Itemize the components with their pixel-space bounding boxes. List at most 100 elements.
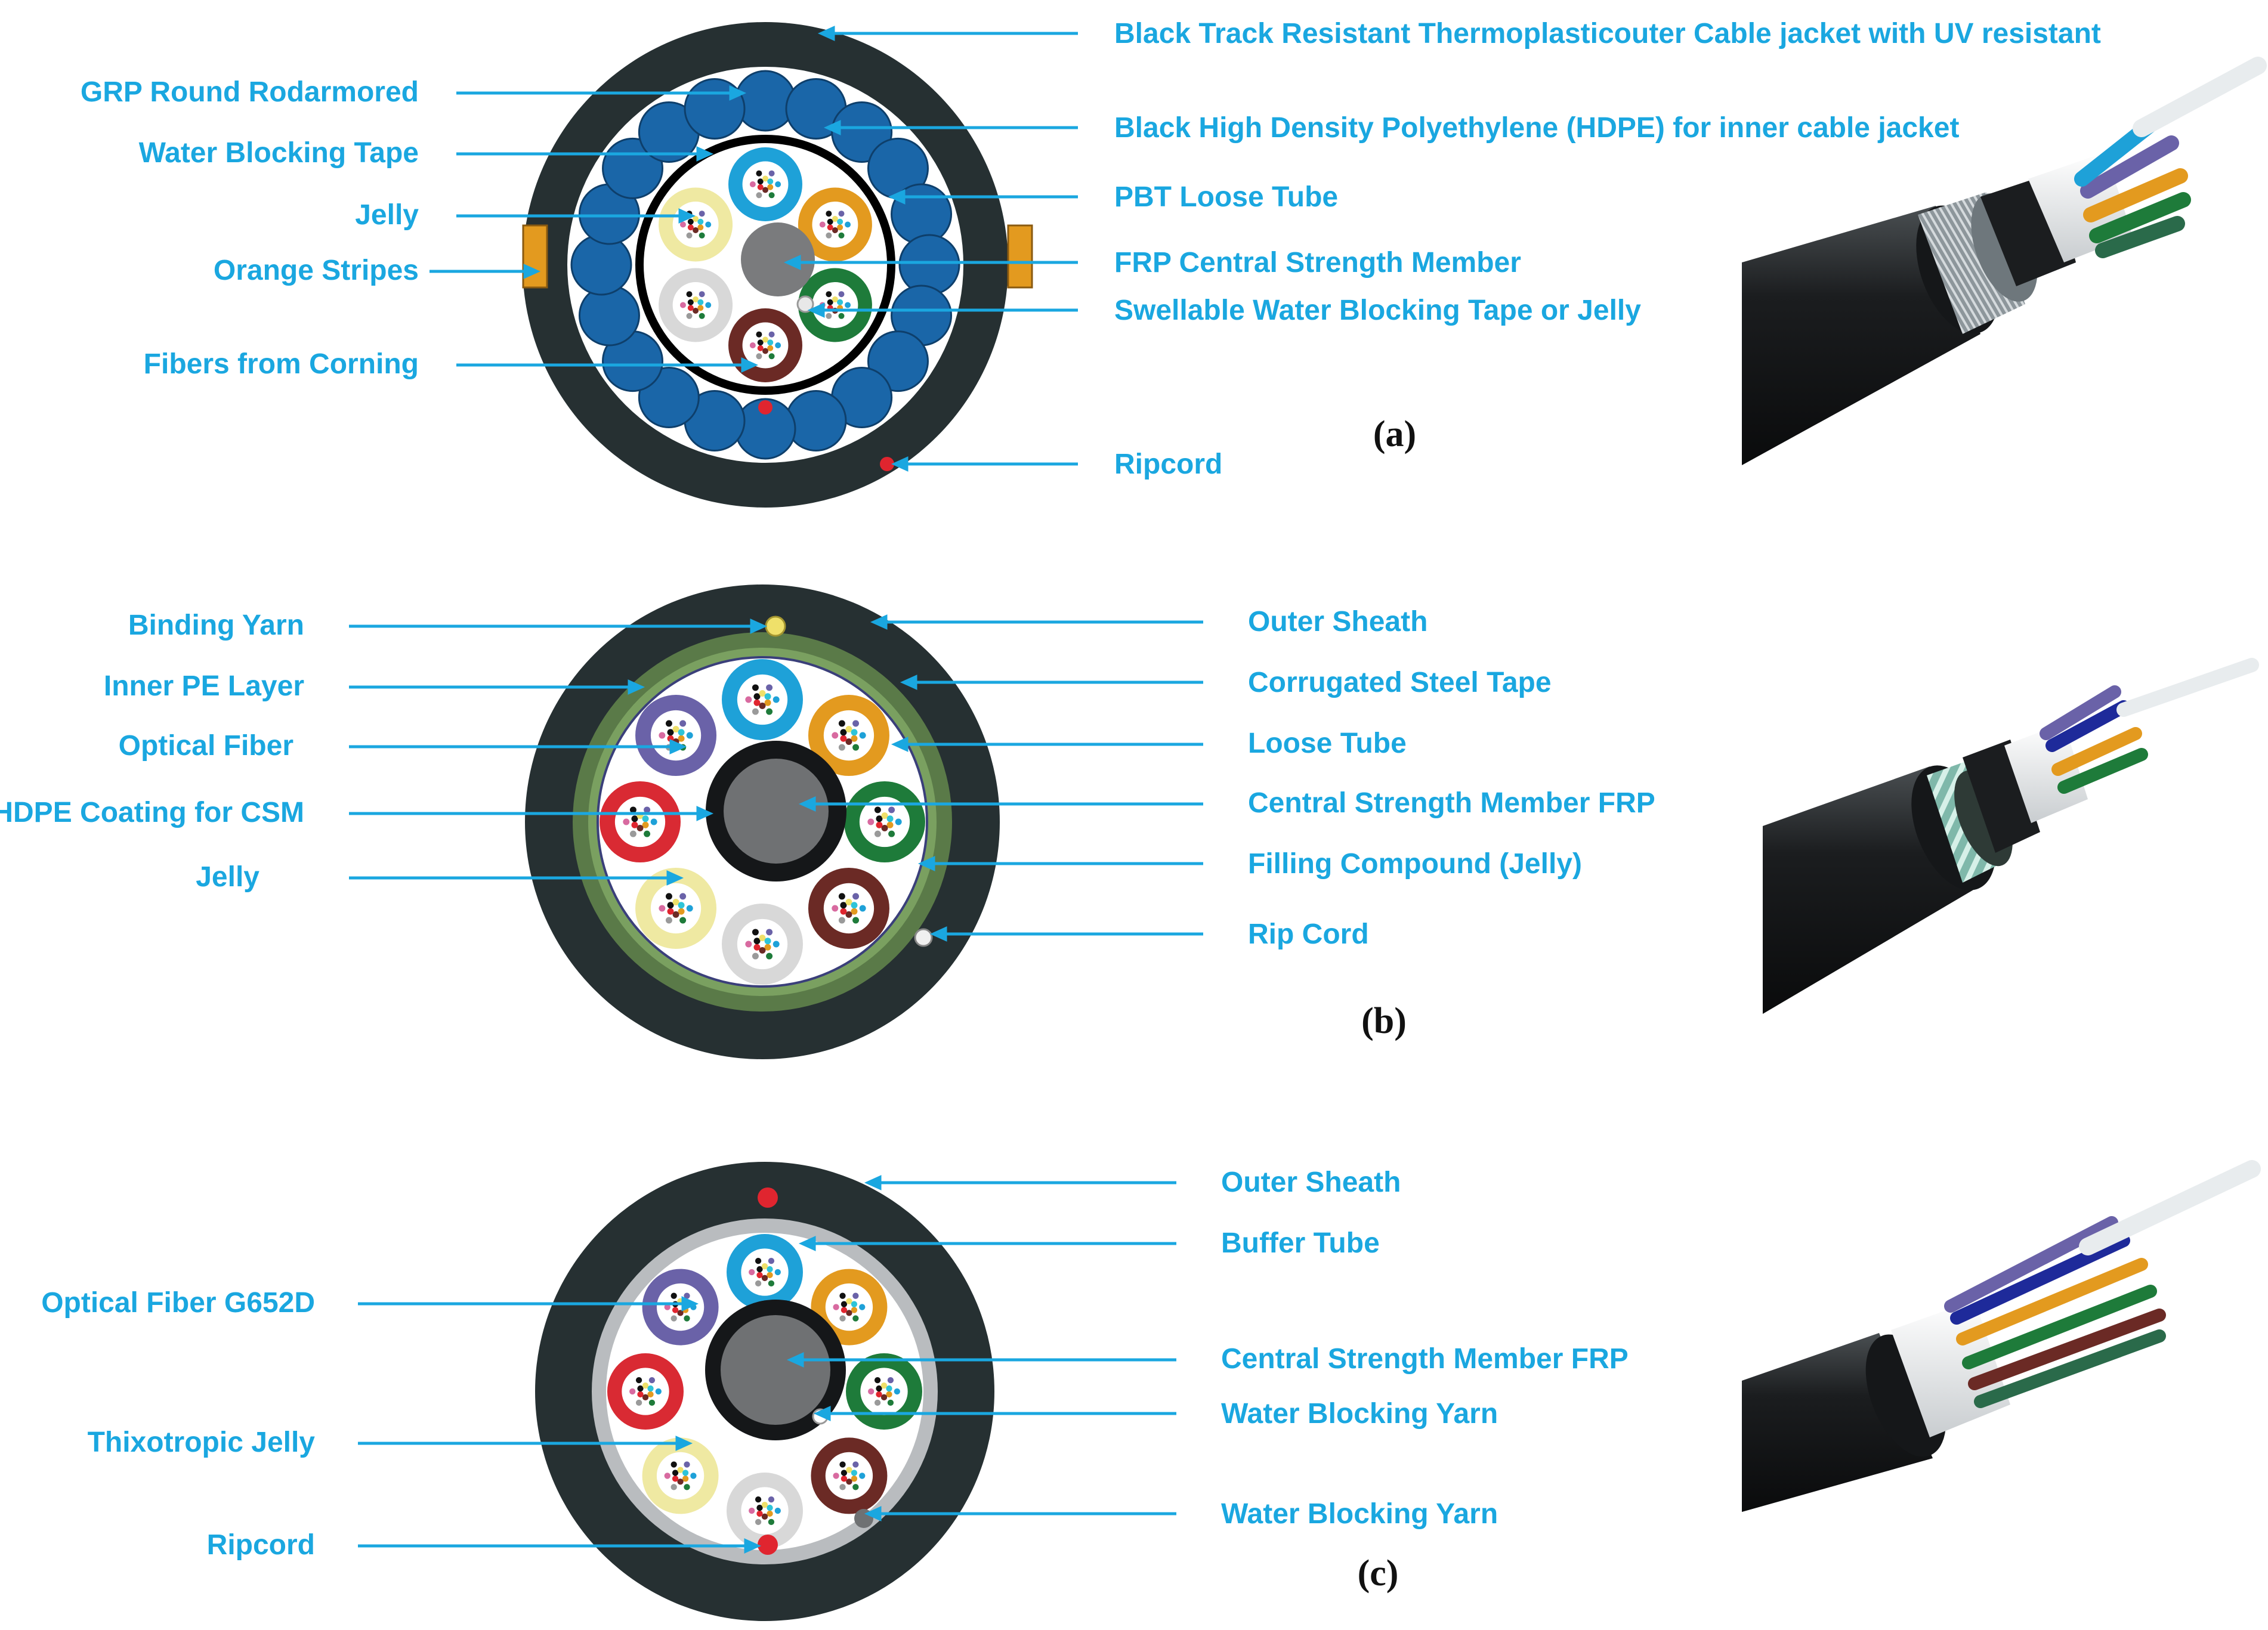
fiber-dot xyxy=(682,1476,689,1482)
fiber-dot xyxy=(839,1315,846,1322)
inner-ripcord xyxy=(758,400,773,415)
fiber-dot xyxy=(859,1304,866,1310)
central-strength-member xyxy=(724,759,829,864)
fiber-dot xyxy=(756,1504,763,1511)
label-water-blocking-yarn-2: Water Blocking Yarn xyxy=(1221,1498,1498,1530)
panel-a-left-labels: GRP Round Rodarmored Water Blocking Tape… xyxy=(81,76,419,380)
fiber-dot xyxy=(678,902,685,909)
fiber-dot xyxy=(699,232,705,239)
binding-yarn xyxy=(765,615,786,637)
fiber-dot xyxy=(839,1484,846,1490)
fiber-dot xyxy=(819,221,826,228)
fiber-dot xyxy=(667,735,674,742)
fiber-dot xyxy=(752,708,759,715)
fiber-dot xyxy=(851,1301,858,1307)
fiber-dot xyxy=(852,1292,859,1299)
fiber-dot xyxy=(766,684,773,691)
label-optical-fiber: Optical Fiber xyxy=(119,730,293,762)
panel-a-cable-illustration xyxy=(1742,57,2267,465)
panel-c-left-labels: Optical Fiber G652D Thixotropic Jelly Ri… xyxy=(41,1287,315,1561)
fiber-dot xyxy=(690,1473,697,1479)
label-rip-cord: Rip Cord xyxy=(1248,918,1369,950)
loose-tube-ring xyxy=(600,659,925,985)
fiber-dot xyxy=(851,1476,858,1482)
fiber-dot xyxy=(755,1257,762,1264)
fiber-dot xyxy=(752,952,759,960)
fiber-dot xyxy=(880,1394,888,1400)
fiber-dot xyxy=(761,1502,768,1508)
loose-tube xyxy=(722,659,803,740)
fiber-dot xyxy=(678,735,685,742)
label-outer-sheath: Outer Sheath xyxy=(1248,606,1427,638)
fiber-dot xyxy=(888,830,895,837)
fiber-dot xyxy=(837,224,843,231)
fiber-dot xyxy=(684,1461,690,1468)
label-fibers-from-corning: Fibers from Corning xyxy=(144,348,419,380)
loose-tube xyxy=(642,1269,719,1346)
fiber-dot xyxy=(768,1280,775,1287)
fiber-dot xyxy=(846,1298,852,1304)
tube-core xyxy=(650,710,702,761)
fiber-dot xyxy=(859,1473,866,1479)
fiber-dot xyxy=(679,893,687,900)
fiber-dot xyxy=(887,1399,894,1406)
top-ripcord xyxy=(758,1187,778,1208)
fiber-dot xyxy=(756,331,762,338)
panel-c-cross-section xyxy=(535,1162,994,1621)
fiber-dot xyxy=(672,899,679,906)
fiber-dot xyxy=(832,296,838,302)
fiber-dot xyxy=(664,1304,670,1310)
fiber-dot xyxy=(687,224,694,231)
fiber-dot xyxy=(827,218,833,225)
fiber-dot xyxy=(757,345,764,351)
fiber-dot xyxy=(697,299,704,305)
fiber-dot xyxy=(756,170,762,177)
fiber-dot xyxy=(757,339,764,346)
label-binding-yarn: Binding Yarn xyxy=(128,610,304,641)
fiber-dot xyxy=(833,1473,839,1479)
tube-core xyxy=(742,322,789,369)
fiber-dot xyxy=(767,1504,773,1511)
fiber-dot xyxy=(665,893,672,900)
label-hdpe-coating-csm: HDPE Coating for CSM xyxy=(0,797,304,828)
fiber-dot xyxy=(672,1470,679,1476)
fiber-dot xyxy=(775,181,781,187)
fiber-dot xyxy=(648,1399,656,1406)
swellable-tape-marker xyxy=(796,295,814,313)
fiber-dot xyxy=(826,232,832,239)
fiber-dot xyxy=(679,302,686,308)
fiber-dot xyxy=(876,1391,882,1398)
fiber-dot xyxy=(764,944,771,951)
fiber-dot xyxy=(838,720,845,727)
fiber-dot xyxy=(768,192,775,199)
grp-rod xyxy=(570,234,632,296)
fiber-dot xyxy=(868,1388,875,1395)
fiber-dot xyxy=(851,908,858,915)
panel-a-caption: (a) xyxy=(1373,414,1416,454)
fiber-dot xyxy=(762,336,768,343)
fiber-dot xyxy=(838,917,845,924)
fiber-dot xyxy=(840,729,847,736)
fiber-dot xyxy=(852,1315,859,1322)
fiber-dot xyxy=(886,815,894,822)
fiber-dot xyxy=(665,720,672,727)
panel-b-leaders xyxy=(349,614,1203,942)
label-ripcord: Ripcord xyxy=(1114,449,1222,480)
fiber-dot xyxy=(767,184,774,190)
fiber-dot xyxy=(677,1467,684,1473)
loose-tube xyxy=(635,867,717,949)
inner-sheath xyxy=(1963,740,2040,853)
fiber-dot xyxy=(753,693,761,700)
label-loose-tube: Loose Tube xyxy=(1248,728,1407,759)
fiber-dot xyxy=(874,1399,881,1406)
fiber-dot xyxy=(647,1385,654,1392)
fiber-dot xyxy=(686,732,693,739)
fiber-dot xyxy=(693,227,699,234)
fiber-dot xyxy=(826,313,832,319)
fiber-dot xyxy=(752,684,759,691)
fiber-dot xyxy=(753,938,761,945)
panel-c-caption: (c) xyxy=(1358,1553,1399,1594)
fiber-dot xyxy=(767,1272,773,1279)
fiber-dot xyxy=(845,221,851,228)
fiber-dot xyxy=(686,232,693,239)
